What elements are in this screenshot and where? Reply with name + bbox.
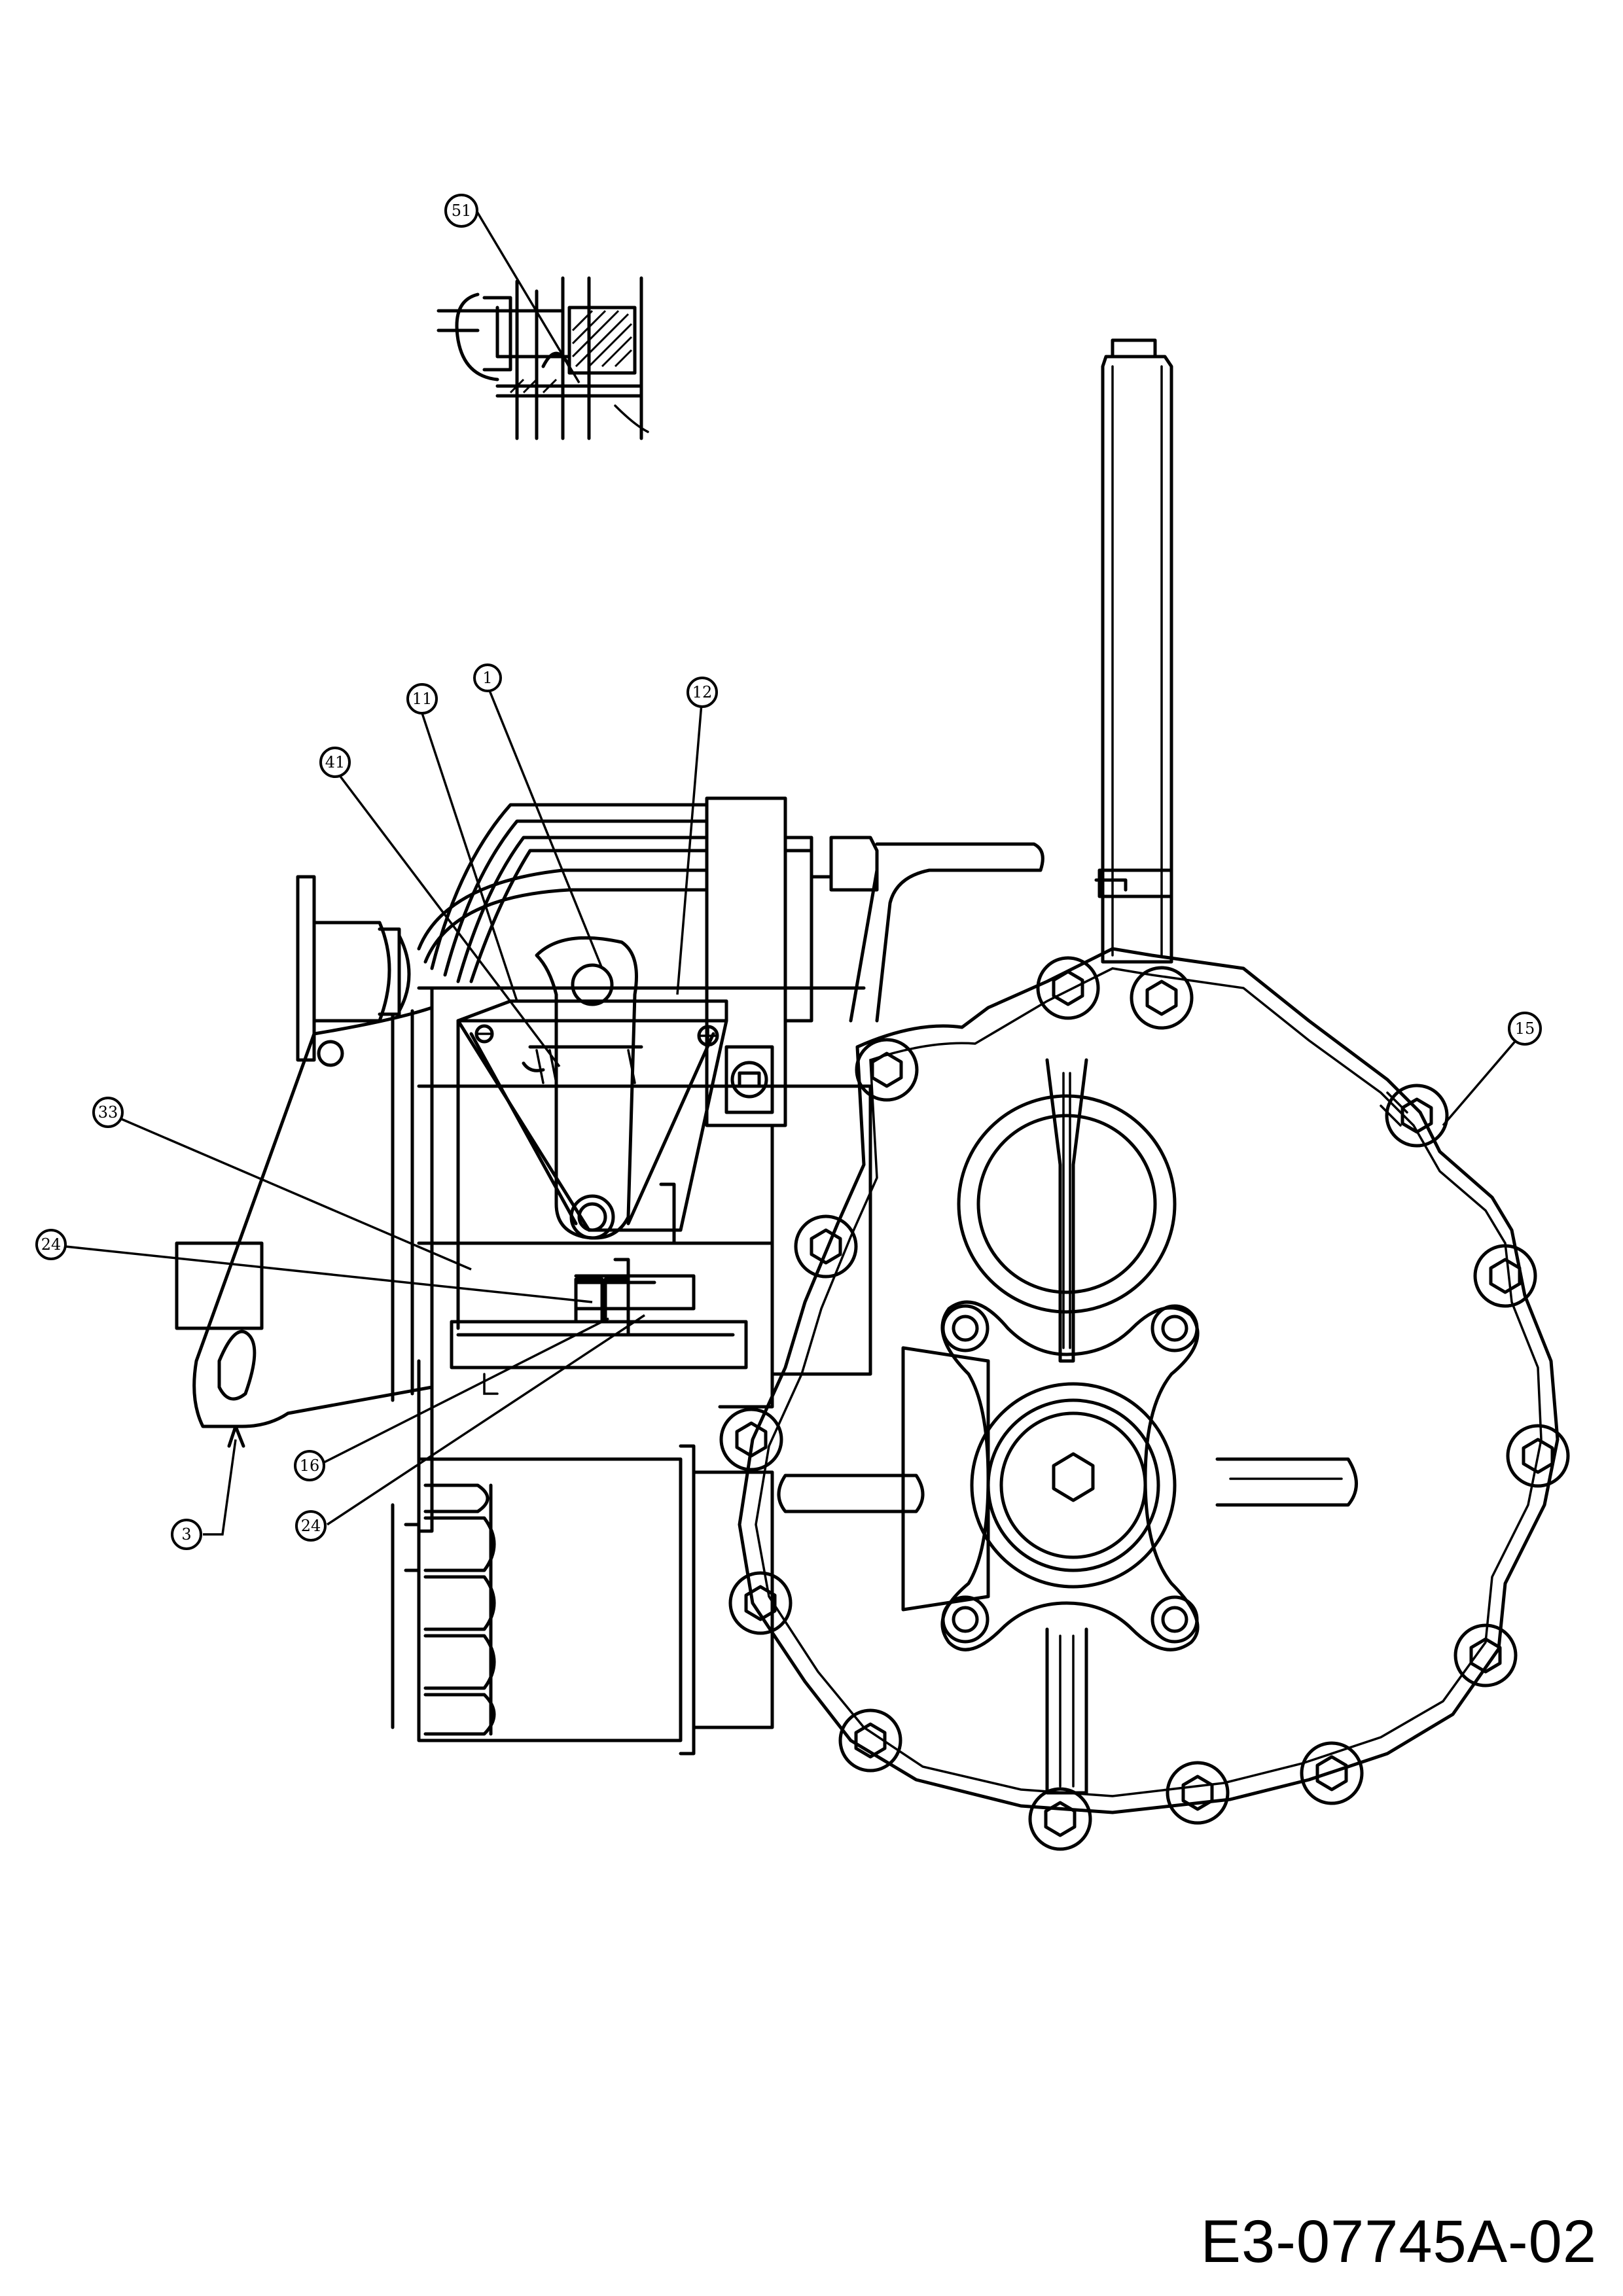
svg-text:3: 3 — [181, 1525, 191, 1544]
svg-text:41: 41 — [325, 753, 346, 771]
cooling-fins — [423, 1483, 496, 1736]
callout-leaders — [65, 210, 1523, 1536]
callout-12: 12 — [687, 677, 718, 708]
callout-24-upper: 24 — [35, 1229, 67, 1260]
fan-housing — [391, 1444, 774, 1756]
drawing-number: E3-07745A-02 — [1200, 2208, 1597, 2275]
gear-housing — [719, 947, 1570, 1851]
svg-text:24: 24 — [41, 1235, 62, 1254]
svg-text:16: 16 — [300, 1457, 320, 1475]
housing-bolts — [719, 956, 1570, 1851]
callout-11: 11 — [406, 683, 438, 715]
callout-1: 1 — [473, 663, 502, 692]
callout-41: 41 — [319, 747, 351, 778]
detail-inset — [437, 276, 649, 440]
callout-51: 51 — [444, 194, 478, 228]
callout-33: 33 — [92, 1097, 124, 1128]
engine-body — [296, 796, 1044, 1409]
callout-15: 15 — [1508, 1012, 1542, 1046]
hub-bolts — [941, 1304, 1199, 1644]
svg-text:1: 1 — [482, 669, 492, 687]
control-linkage — [450, 936, 748, 1395]
svg-text:51: 51 — [452, 202, 472, 220]
callout-16: 16 — [294, 1450, 325, 1481]
hatch-section — [509, 309, 633, 394]
callout-24-lower: 24 — [295, 1510, 327, 1542]
vertical-shaft — [1094, 338, 1173, 964]
svg-text:15: 15 — [1515, 1019, 1535, 1038]
svg-text:24: 24 — [301, 1517, 321, 1535]
svg-text:12: 12 — [692, 683, 713, 701]
svg-text:33: 33 — [98, 1103, 118, 1122]
callout-3: 3 — [171, 1519, 202, 1550]
mounting-plate — [175, 1006, 434, 1533]
svg-text:11: 11 — [412, 690, 433, 708]
